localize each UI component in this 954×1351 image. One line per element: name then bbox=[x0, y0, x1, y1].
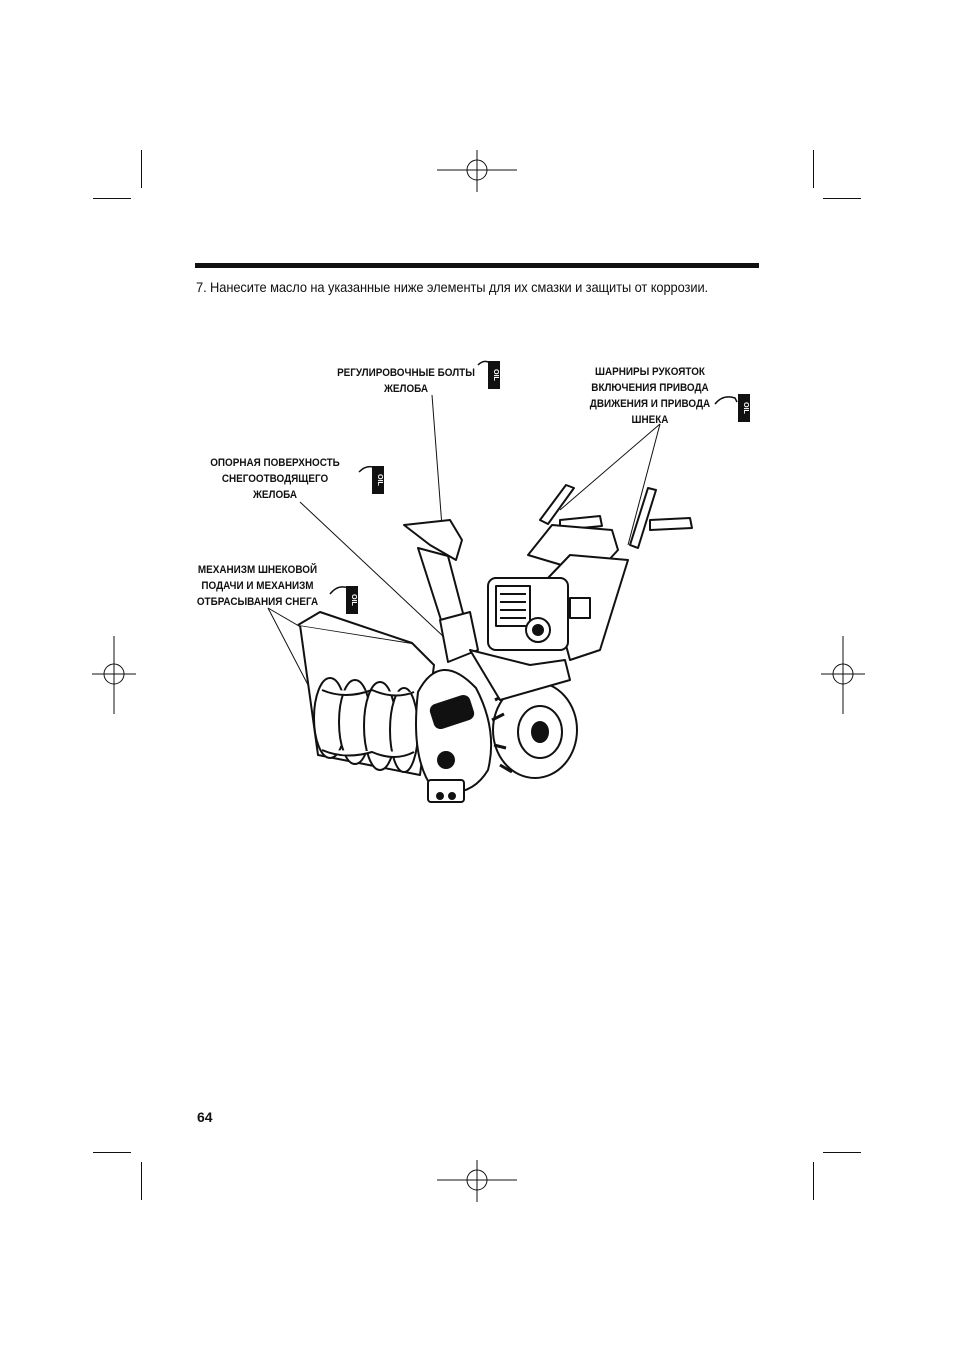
page-number: 64 bbox=[197, 1109, 213, 1125]
registration-mark-left bbox=[92, 636, 136, 714]
svg-text:OIL: OIL bbox=[492, 369, 499, 381]
svg-text:OIL: OIL bbox=[350, 594, 357, 606]
oil-can-icon: OIL bbox=[714, 394, 750, 422]
oil-can-icon: OIL bbox=[358, 465, 384, 494]
crop-mark bbox=[813, 150, 814, 188]
svg-text:OIL: OIL bbox=[742, 402, 749, 414]
crop-mark bbox=[93, 1152, 131, 1153]
crop-mark bbox=[93, 198, 131, 199]
svg-text:OIL: OIL bbox=[376, 474, 383, 486]
callout-auger-mechanism: МЕХАНИЗМ ШНЕКОВОЙ ПОДАЧИ И МЕХАНИЗМ ОТБР… bbox=[196, 564, 319, 608]
snow-blower-illustration bbox=[297, 484, 693, 803]
oil-can-icon: OIL bbox=[477, 360, 500, 389]
registration-mark-bottom bbox=[437, 1160, 517, 1202]
callout-chute-base: ОПОРНАЯ ПОВЕРХНОСТЬ СНЕГООТВОДЯЩЕГО ЖЕЛО… bbox=[210, 457, 340, 501]
instruction-step: 7. Нанесите масло на указанные ниже элем… bbox=[196, 279, 709, 295]
callout-handle-pivots: ШАРНИРЫ РУКОЯТОК ВКЛЮЧЕНИЯ ПРИВОДА ДВИЖЕ… bbox=[589, 366, 711, 426]
crop-mark bbox=[823, 198, 861, 199]
crop-mark bbox=[813, 1162, 814, 1200]
crop-mark bbox=[141, 1162, 142, 1200]
registration-mark-top bbox=[437, 150, 517, 192]
oil-can-icon: OIL bbox=[329, 586, 358, 614]
crop-mark bbox=[141, 150, 142, 188]
callout-chute-bolts: РЕГУЛИРОВОЧНЫЕ БОЛТЫ ЖЕЛОБА bbox=[337, 367, 475, 395]
crop-mark bbox=[823, 1152, 861, 1153]
registration-mark-right bbox=[821, 636, 865, 714]
header-rule bbox=[195, 263, 759, 268]
